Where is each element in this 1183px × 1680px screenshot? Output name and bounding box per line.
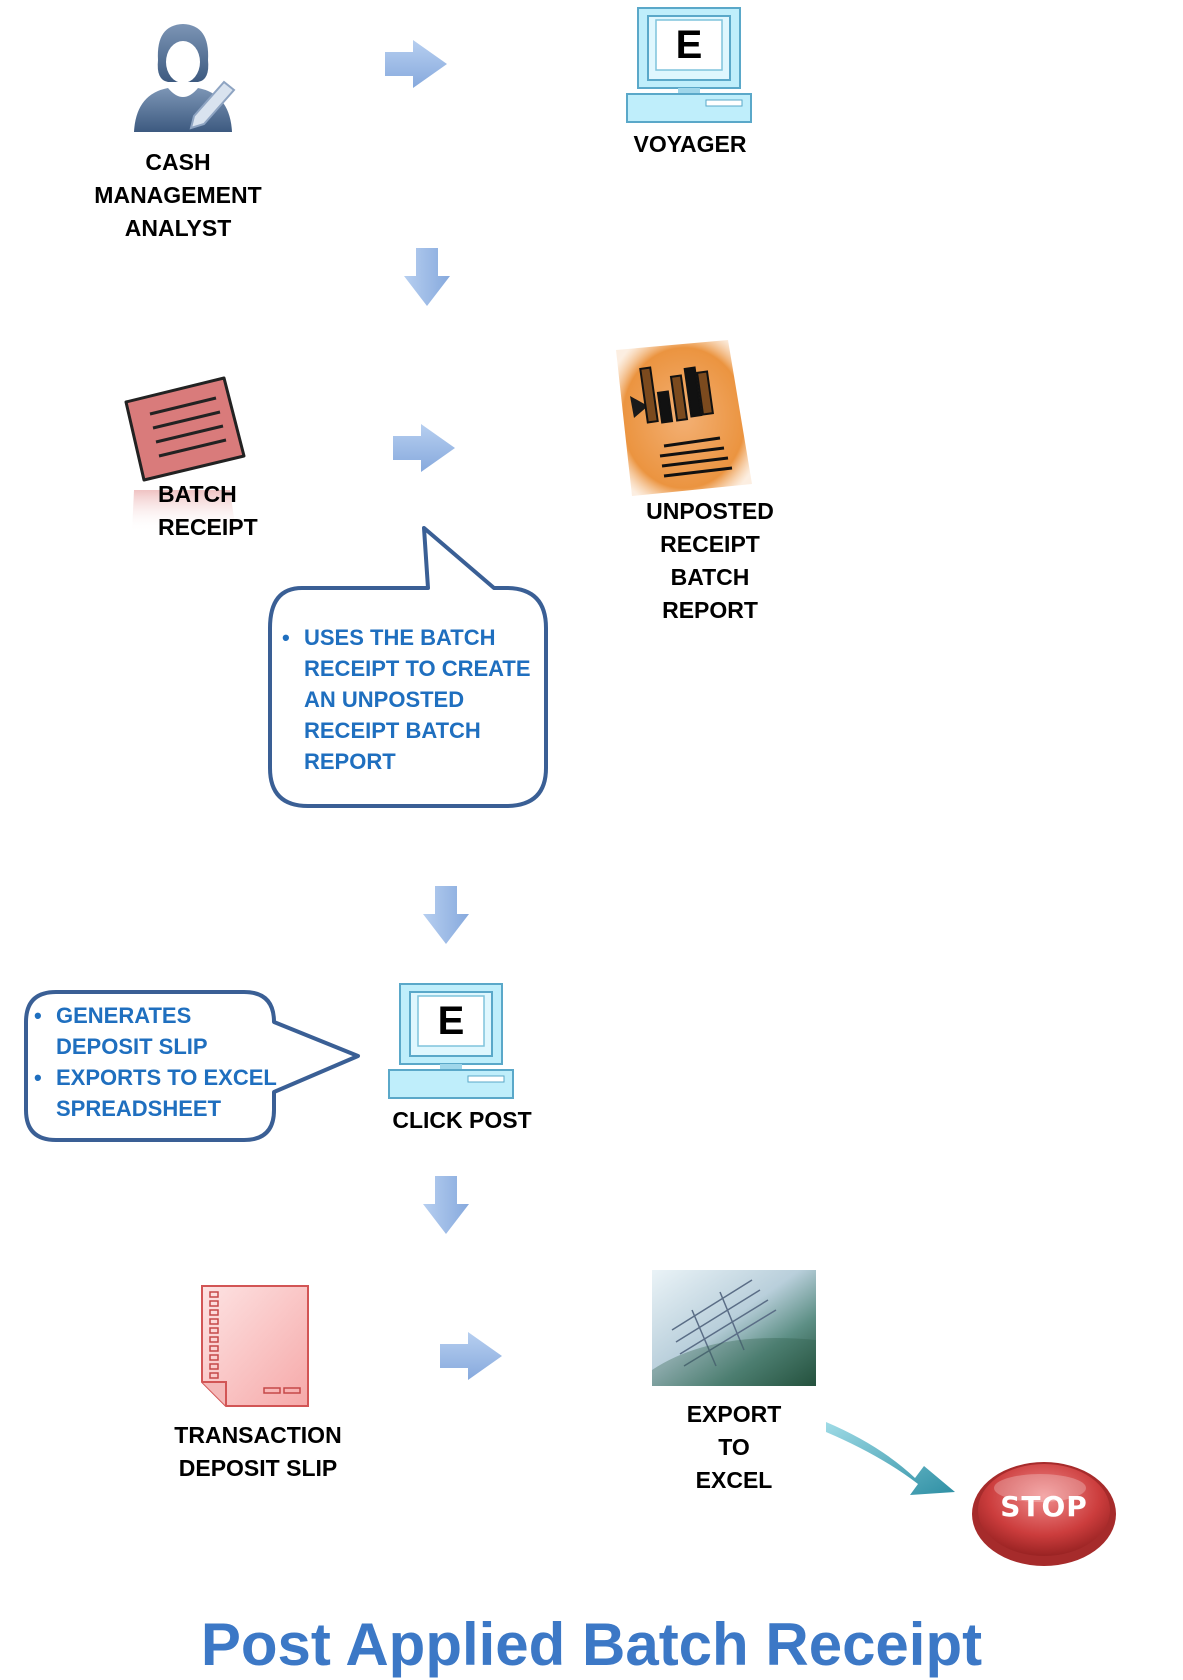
stop-button[interactable]: STOP: [970, 1456, 1118, 1568]
callout-post-text: GENERATES DEPOSIT SLIP EXPORTS TO EXCEL …: [28, 1000, 278, 1124]
user-with-pencil-icon: [134, 24, 236, 132]
arrow-right-1: [385, 40, 447, 88]
unposted-report-label: UNPOSTED RECEIPT BATCH REPORT: [646, 498, 774, 623]
spreadsheet-photo-icon: [652, 1270, 816, 1386]
batch-receipt-label: BATCH RECEIPT: [158, 481, 258, 540]
callout-post-bullet-2: EXPORTS TO EXCEL SPREADSHEET: [28, 1062, 278, 1124]
deposit-slip-label: TRANSACTION DEPOSIT SLIP: [174, 1422, 342, 1481]
click-post-label: CLICK POST: [392, 1107, 532, 1133]
stop-button-icon: [972, 1462, 1116, 1566]
computer-e-icon: [626, 7, 752, 123]
arrow-down-1: [404, 248, 450, 306]
callout-batch-text: USES THE BATCH RECEIPT TO CREATE AN UNPO…: [276, 622, 536, 777]
receipt-note-icon: [124, 376, 246, 532]
stop-label: STOP: [1000, 1490, 1088, 1523]
voyager-screen-letter: E: [675, 23, 703, 67]
page-title: Post Applied Batch Receipt: [200, 1611, 983, 1678]
arrow-down-2: [423, 886, 469, 944]
computer-e-icon: [388, 983, 514, 1099]
deposit-slip-icon: [201, 1285, 309, 1407]
arrow-right-3: [440, 1332, 502, 1380]
arrow-right-2: [393, 424, 455, 472]
export-label: EXPORT TO EXCEL: [686, 1401, 782, 1493]
analyst-label: CASH MANAGEMENT ANALYST: [94, 149, 262, 241]
arrow-curve-to-stop: [826, 1422, 955, 1495]
voyager-label: VOYAGER: [633, 131, 747, 157]
click-post-screen-letter: E: [437, 999, 465, 1043]
arrow-down-3: [423, 1176, 469, 1234]
click-post-computer: E: [388, 982, 514, 1102]
callout-post-bullet-1: GENERATES DEPOSIT SLIP: [28, 1000, 278, 1062]
bar-chart-report-icon: [616, 340, 752, 496]
voyager-computer: E: [626, 6, 752, 126]
callout-batch-bullet: USES THE BATCH RECEIPT TO CREATE AN UNPO…: [276, 622, 536, 777]
